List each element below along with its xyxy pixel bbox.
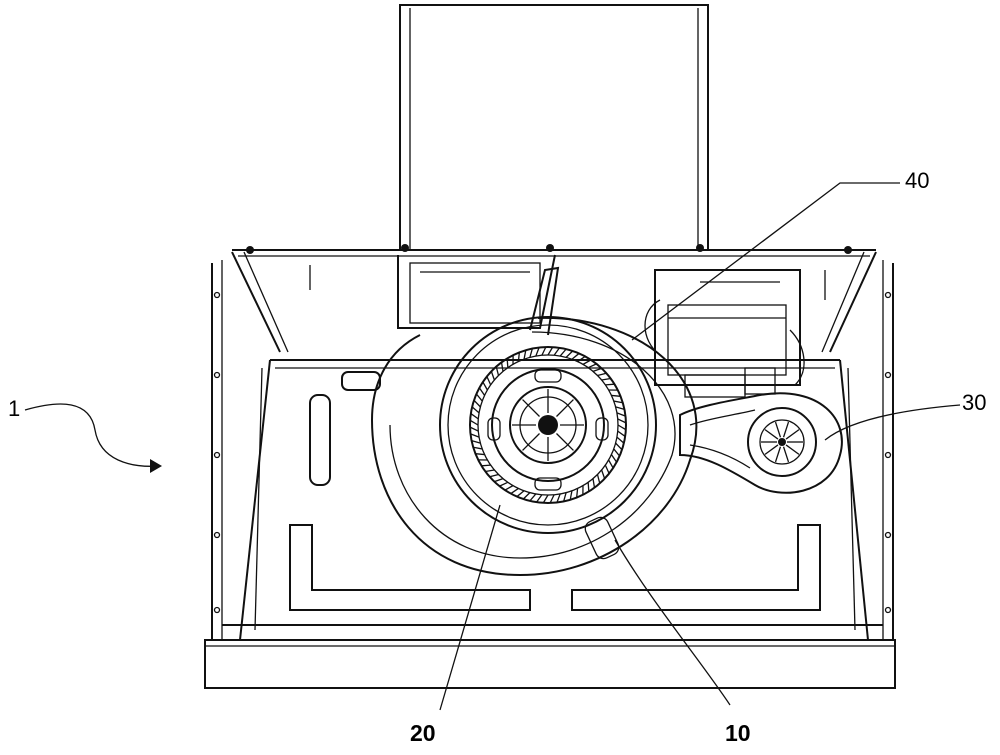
fan-blade [597, 372, 607, 377]
auxiliary-fan-30 [679, 392, 843, 494]
fan-blade [592, 367, 602, 372]
chimney-duct [399, 4, 709, 251]
fan-blade [481, 464, 491, 467]
fan-blade [604, 464, 610, 474]
fan-blade [471, 440, 481, 444]
fan-blade [611, 394, 621, 397]
fan-blade [582, 359, 592, 365]
oil-channels [289, 371, 821, 611]
fan-blade [596, 474, 601, 484]
fan-blade [613, 448, 621, 457]
fan-blade [504, 485, 514, 491]
fan-blade [616, 412, 626, 417]
reference-label-1: 1 [8, 396, 21, 421]
fan-blade [592, 478, 596, 488]
fan-blade [587, 482, 590, 492]
aux-fan-spoke [764, 444, 779, 455]
hub-spokes [512, 389, 584, 461]
fan-blade [510, 487, 519, 495]
fan-blade [490, 371, 495, 381]
reference-label-10: 10 [725, 720, 751, 746]
fan-blade [601, 469, 606, 479]
fan-blade [516, 490, 525, 498]
fan-blade [541, 346, 547, 356]
fan-blade [523, 350, 527, 360]
fan-blade [469, 419, 479, 426]
fan-blade [615, 442, 623, 451]
fan-blade [478, 387, 486, 396]
fan-blade [482, 381, 488, 391]
fan-blade [617, 418, 627, 424]
hub-spoke [556, 433, 574, 451]
fan-blade [610, 454, 618, 463]
control-box-40 [644, 269, 805, 398]
fan-blade [615, 406, 625, 410]
fan-blade [613, 400, 623, 404]
fan-blade [563, 492, 567, 502]
fan-blade [499, 481, 509, 487]
reference-label-20: 20 [410, 720, 436, 746]
fan-blade [549, 494, 555, 504]
fan-blade [587, 363, 597, 369]
duct-connector [397, 254, 556, 329]
range-hood-housing [204, 244, 896, 689]
fan-blade [506, 358, 509, 368]
fan-blade [470, 433, 480, 438]
fan-blade [475, 393, 483, 402]
fan-blade [535, 347, 540, 357]
fan-blade [475, 453, 485, 456]
fan-blade [473, 446, 483, 450]
fan-blade [469, 426, 479, 432]
fan-blade [536, 494, 543, 503]
fan-blade [571, 352, 580, 360]
fan-blades [469, 346, 627, 504]
fan-blade [569, 490, 573, 500]
fan-blade [608, 459, 614, 469]
fan-blade [617, 424, 627, 431]
fan-blade [556, 493, 561, 503]
aux-fan-spoke [785, 444, 800, 455]
fan-blade [489, 473, 499, 478]
fan-blade [473, 399, 481, 408]
reference-label-30: 30 [962, 390, 987, 415]
fan-blade [577, 355, 586, 363]
fan-blade [605, 383, 615, 386]
aux-fan-spoke [764, 429, 779, 440]
fan-blade [529, 348, 533, 358]
fan-blade [470, 413, 479, 420]
fan-blade [500, 362, 504, 372]
fan-blade [542, 494, 549, 504]
centrifugal-fan-20 [439, 316, 657, 534]
fan-blade [495, 366, 500, 376]
aux-fan-spoke [785, 429, 800, 440]
fan-blade [522, 492, 531, 500]
leader-lines [24, 182, 961, 711]
hub-spoke [556, 399, 574, 417]
aux-fan-spokes [761, 421, 803, 463]
aux-fan-spoke [782, 421, 790, 438]
fan-blade [617, 430, 626, 437]
volute-casing-10 [370, 266, 698, 577]
fan-blade [485, 469, 495, 473]
fan-blade [559, 348, 567, 357]
hub-spoke [522, 399, 540, 417]
fan-blade [517, 352, 520, 362]
hub-spoke [522, 433, 540, 451]
fan-blade [565, 350, 574, 358]
aux-fan-spoke [774, 446, 782, 463]
fan-blade [616, 436, 625, 444]
fan-blade [601, 377, 611, 381]
fan-blade [529, 493, 537, 502]
fan-blade [553, 347, 560, 356]
aux-fan-spoke [782, 446, 790, 463]
fan-blade [576, 488, 579, 498]
aux-fan-spoke [774, 421, 782, 438]
fan-blade [471, 406, 480, 414]
reference-label-40: 40 [905, 168, 930, 193]
fan-blade [486, 376, 492, 386]
fan-blade [494, 478, 504, 483]
fan-blade [547, 346, 554, 356]
